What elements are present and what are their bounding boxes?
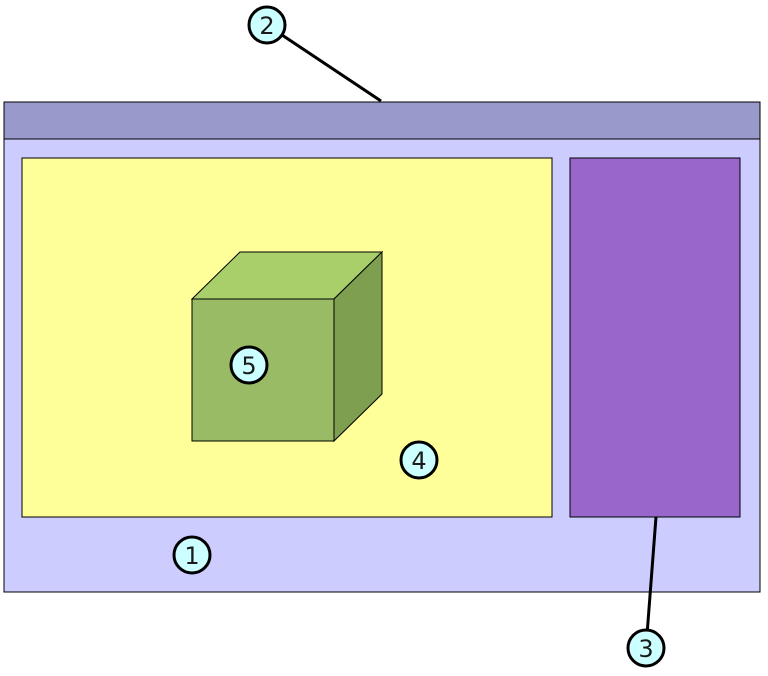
callout-label-1: 1 bbox=[184, 542, 199, 570]
callout-marker-4: 4 bbox=[399, 440, 439, 480]
cube bbox=[190, 250, 384, 443]
callout-marker-1: 1 bbox=[172, 535, 212, 575]
callout-marker-3: 3 bbox=[626, 628, 666, 668]
title-bar bbox=[3, 101, 761, 140]
callout-marker-5: 5 bbox=[229, 345, 269, 385]
leader-line-title-bar bbox=[266, 23, 382, 103]
leader-line-side-panel bbox=[644, 516, 658, 649]
callout-label-3: 3 bbox=[638, 635, 653, 663]
side-panel bbox=[569, 157, 741, 518]
callout-marker-2: 2 bbox=[247, 5, 287, 45]
callout-label-5: 5 bbox=[241, 352, 256, 380]
callout-label-4: 4 bbox=[411, 447, 426, 475]
callout-label-2: 2 bbox=[259, 12, 274, 40]
